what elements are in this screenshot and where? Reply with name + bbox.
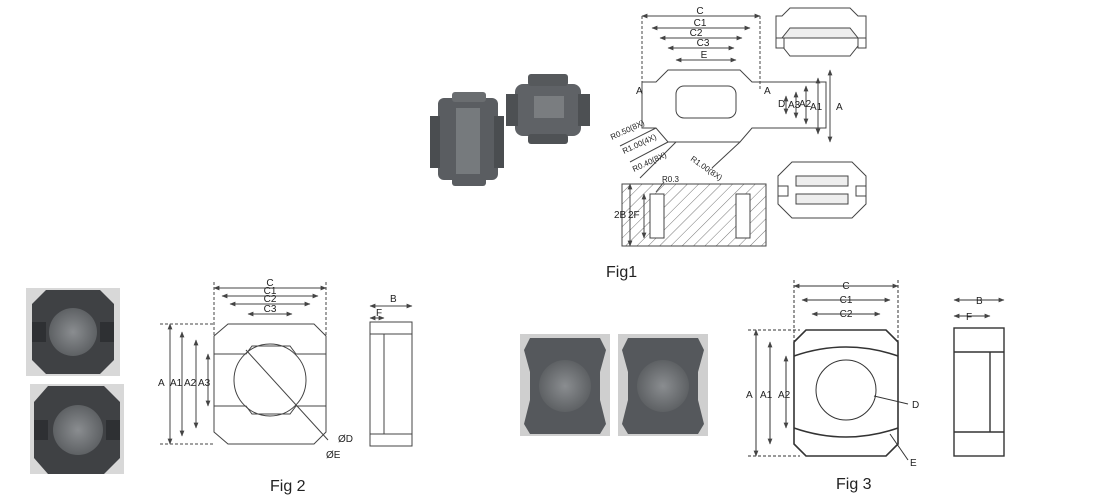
fig1-caption: Fig1 — [606, 264, 638, 281]
fig1-dim-c: C — [696, 6, 703, 17]
fig2-dim-f: F — [376, 308, 382, 319]
fig1-dim-a3: A3 — [788, 100, 801, 111]
fig2-dim-a1: A1 — [170, 378, 183, 389]
fig2-dim-a2: A2 — [184, 378, 197, 389]
fig3-caption: Fig 3 — [836, 476, 872, 493]
fig3-top-view — [748, 280, 909, 461]
fig3-side-labels: B F — [966, 296, 983, 323]
fig2-dim-od: ØD — [338, 434, 353, 445]
fig1-dim-a: A — [836, 102, 843, 113]
fig3-dim-e: E — [910, 458, 917, 469]
fig2-dim-b: B — [390, 294, 397, 305]
fig2-dim-a: A — [158, 378, 165, 389]
fig3-dim-c1: C1 — [840, 295, 853, 306]
fig2-dim-c: C — [266, 278, 273, 289]
fig3-dim-c2: C2 — [840, 309, 853, 320]
fig1-dim-2b: 2B — [614, 210, 627, 221]
fig1-section-mark-right: A — [764, 86, 771, 97]
fig3-dim-d: D — [912, 400, 919, 411]
fig1-dim-r03: R0.3 — [662, 175, 679, 184]
fig2-dim-oe: ØE — [326, 450, 341, 461]
fig1-radius-3: R0.40(8X) — [631, 150, 668, 174]
fig2-dim-c1: C1 — [264, 286, 277, 297]
fig3-dim-c: C — [842, 281, 849, 292]
fig3-dim-f: F — [966, 312, 972, 323]
fig1-dim-e: E — [701, 50, 708, 61]
fig1-dim-d: D — [778, 99, 785, 110]
fig2-caption: Fig 2 — [270, 478, 306, 495]
fig1-top-view — [619, 13, 833, 179]
fig1-dim-c2: C2 — [690, 28, 703, 39]
fig1-dim-c3: C3 — [697, 38, 710, 49]
fig1-dim-c1: C1 — [694, 18, 707, 29]
fig1-iso-sketch-bottom — [777, 161, 867, 219]
fig1-core-photo-left — [430, 92, 504, 186]
fig2-dim-c2: C2 — [264, 294, 277, 305]
fig1-dim-2f: 2F — [628, 210, 640, 221]
fig3-side-view — [953, 297, 1005, 457]
fig3-dim-a1: A1 — [760, 390, 773, 401]
fig3-core-photo-right — [618, 334, 708, 436]
fig1-section-mark-left: A — [636, 86, 643, 97]
fig2-core-photo-top — [26, 288, 120, 376]
fig2-labels: C C1 C2 C3 A A1 A2 A3 ØD ØE — [158, 278, 353, 461]
fig2-dim-a3: A3 — [198, 378, 211, 389]
fig2-side-view — [369, 303, 413, 447]
fig2-side-labels: B F — [376, 294, 397, 319]
fig3-core-photo-left — [520, 334, 610, 436]
fig2-top-view — [160, 282, 329, 445]
fig1-section-view — [621, 181, 767, 247]
fig1-dim-a1: A1 — [810, 102, 823, 113]
fig1-section-labels: 2B 2F R0.3 — [614, 175, 679, 221]
fig3-labels: C C1 C2 A A1 A2 D E — [746, 281, 919, 469]
fig1-dim-a2: A2 — [799, 99, 812, 110]
fig2-core-photo-bottom — [30, 384, 124, 474]
fig1-radius-4: R1.00(8X) — [689, 154, 724, 182]
fig2-dim-c3: C3 — [264, 304, 277, 315]
fig3-dim-a2: A2 — [778, 390, 791, 401]
fig3-dim-a: A — [746, 390, 753, 401]
fig1-iso-sketch-top — [775, 7, 867, 57]
fig1-core-photo-right — [506, 74, 590, 144]
fig3-dim-b: B — [976, 296, 983, 307]
